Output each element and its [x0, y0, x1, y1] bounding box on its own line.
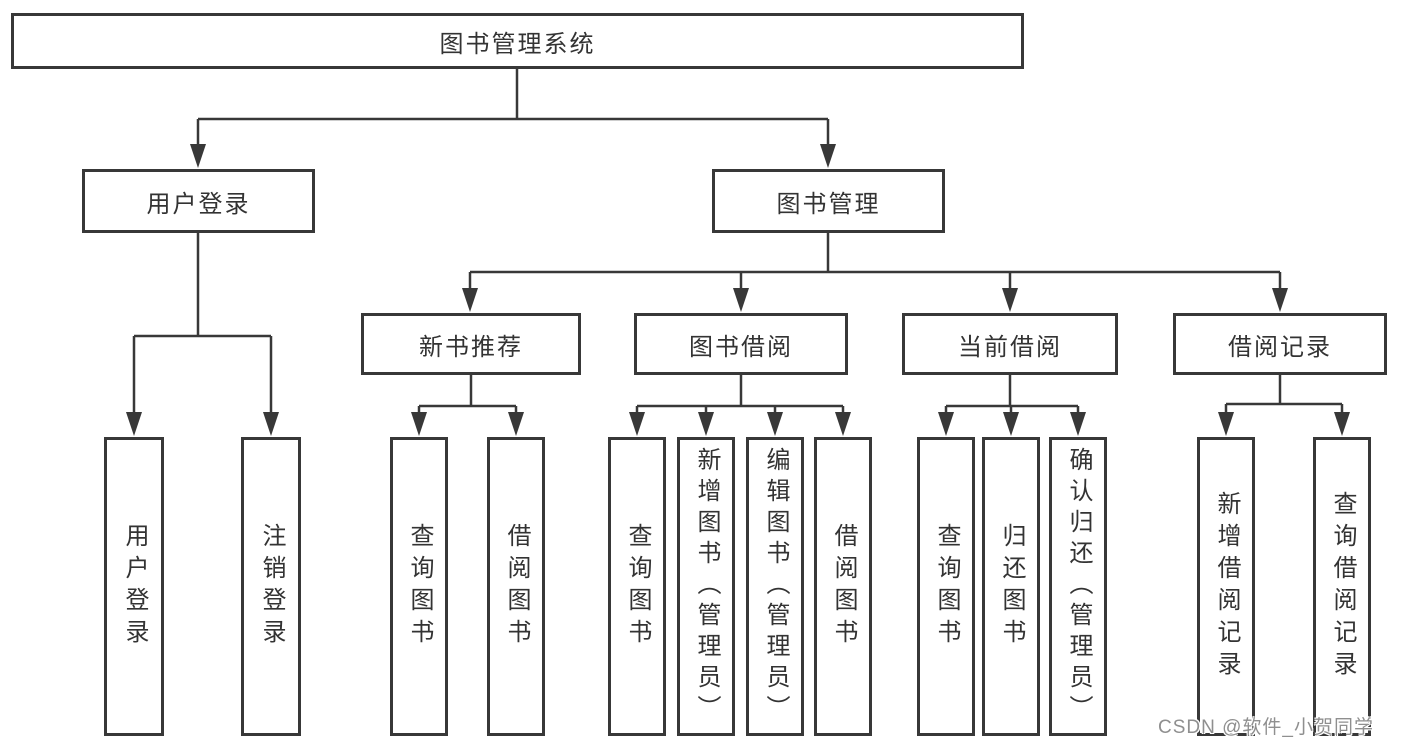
node-new-book-recommend-label: 新书推荐 [419, 333, 523, 361]
leaf-query-books-1: 查询图书 [390, 437, 448, 736]
leaf-query-borrow-record: 查询借阅记录 [1313, 437, 1371, 736]
leaf-edit-books-admin: 编辑图书（管理员） [746, 437, 804, 736]
leaf-confirm-return-admin: 确认归还（管理员） [1049, 437, 1107, 736]
node-borrow-records-label: 借阅记录 [1228, 333, 1332, 361]
node-current-borrow: 当前借阅 [902, 313, 1118, 375]
leaf-user-login: 用户登录 [104, 437, 164, 736]
leaf-logout: 注销登录 [241, 437, 301, 736]
leaf-query-books-1-label: 查询图书 [406, 522, 433, 651]
leaf-add-books-admin: 新增图书（管理员） [677, 437, 735, 736]
leaf-logout-label: 注销登录 [258, 522, 285, 651]
leaf-user-login-label: 用户登录 [121, 522, 148, 651]
leaf-borrow-books-2: 借阅图书 [814, 437, 872, 736]
leaf-return-books-label: 归还图书 [998, 522, 1025, 651]
node-book-management-label: 图书管理 [776, 190, 881, 218]
node-current-borrow-label: 当前借阅 [958, 333, 1062, 361]
node-book-borrow-label: 图书借阅 [689, 333, 793, 361]
leaf-add-books-admin-label: 新增图书（管理员） [693, 447, 720, 726]
node-root-label: 图书管理系统 [439, 30, 596, 58]
leaf-query-books-2-label: 查询图书 [624, 522, 651, 651]
leaf-confirm-return-admin-label: 确认归还（管理员） [1065, 447, 1092, 726]
leaf-borrow-books-1-label: 借阅图书 [503, 522, 530, 651]
node-book-management: 图书管理 [712, 169, 945, 233]
leaf-add-borrow-record: 新增借阅记录 [1197, 437, 1255, 736]
arrowheads [126, 144, 1350, 436]
leaf-query-books-3: 查询图书 [917, 437, 975, 736]
node-user-login: 用户登录 [82, 169, 315, 233]
leaf-edit-books-admin-label: 编辑图书（管理员） [762, 447, 789, 726]
leaf-borrow-books-1: 借阅图书 [487, 437, 545, 736]
node-new-book-recommend: 新书推荐 [361, 313, 581, 375]
leaf-query-borrow-record-label: 查询借阅记录 [1329, 490, 1356, 683]
node-book-borrow: 图书借阅 [634, 313, 848, 375]
leaf-borrow-books-2-label: 借阅图书 [830, 522, 857, 651]
leaf-query-books-3-label: 查询图书 [933, 522, 960, 651]
node-borrow-records: 借阅记录 [1173, 313, 1387, 375]
node-user-login-label: 用户登录 [146, 190, 251, 218]
leaf-return-books: 归还图书 [982, 437, 1040, 736]
csdn-watermark: CSDN @软件_小贺同学 [1158, 717, 1374, 738]
node-root: 图书管理系统 [11, 13, 1024, 69]
leaf-add-borrow-record-label: 新增借阅记录 [1213, 490, 1240, 683]
leaf-query-books-2: 查询图书 [608, 437, 666, 736]
